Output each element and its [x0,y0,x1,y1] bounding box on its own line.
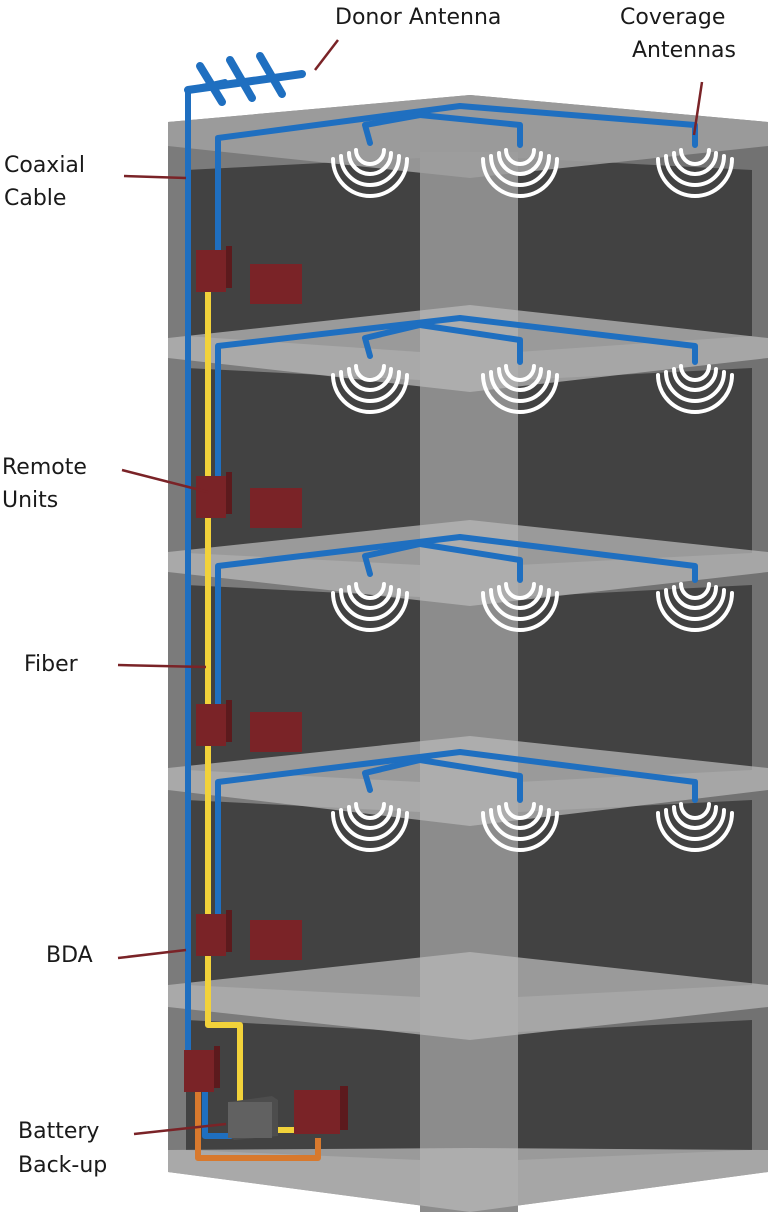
remote-unit-1 [196,246,302,304]
wifi-waves-icon [656,148,734,198]
leader-battery [133,1122,227,1136]
wifi-waves-icon [656,364,734,414]
coax-bda-to-battery [202,1087,235,1139]
leader-donor [314,39,339,71]
wifi-waves-icon [331,582,409,632]
remote-units [184,246,348,1134]
label-bda: BDA [46,943,93,968]
wifi-waves-icon [481,802,559,852]
power-cable [195,1090,321,1161]
leader-coaxial [123,174,187,180]
leader-lines [117,39,704,1136]
remote-unit-4 [196,910,302,960]
wifi-waves-icon [331,364,409,414]
label-donor-antenna: Donor Antenna [335,5,501,30]
floor-feed-2 [215,315,698,491]
label-coaxial-line1: Coaxial [4,153,85,178]
battery-box-icon [228,1096,278,1140]
yagi-antenna-icon [184,52,306,106]
coverage-antennas [331,148,734,852]
head-end-unit [294,1086,348,1134]
label-coaxial-line2: Cable [4,186,66,211]
wifi-waves-icon [481,148,559,198]
wifi-waves-icon [656,802,734,852]
leader-coverage [692,81,704,136]
room-panels [186,158,752,1160]
wifi-waves-icon [481,582,559,632]
bda-unit [184,1046,220,1092]
label-remote-line1: Remote [2,455,87,480]
roof-slab [168,95,768,178]
building [168,95,768,1212]
floor-slabs [168,305,768,1212]
label-battery-line1: Battery [18,1119,99,1144]
wifi-waves-icon [656,582,734,632]
fiber-cable [205,292,243,1110]
wifi-waves-icon [331,802,409,852]
leader-remote [121,468,209,494]
floor-feed-4 [215,749,698,929]
label-fiber: Fiber [24,652,79,677]
wifi-waves-icon [331,148,409,198]
label-battery-line2: Back-up [18,1153,107,1178]
label-remote-line2: Units [2,488,58,513]
wifi-waves-icon [481,364,559,414]
labels: Donor Antenna Coverage Antennas Coaxial … [2,5,736,1178]
label-coverage-line2: Antennas [632,38,736,63]
leader-bda [117,948,187,960]
label-coverage-line1: Coverage [620,5,725,30]
remote-unit-2 [196,472,302,528]
remote-unit-3 [196,700,302,752]
floor-feed-3 [215,534,698,717]
leader-fiber [117,663,207,669]
